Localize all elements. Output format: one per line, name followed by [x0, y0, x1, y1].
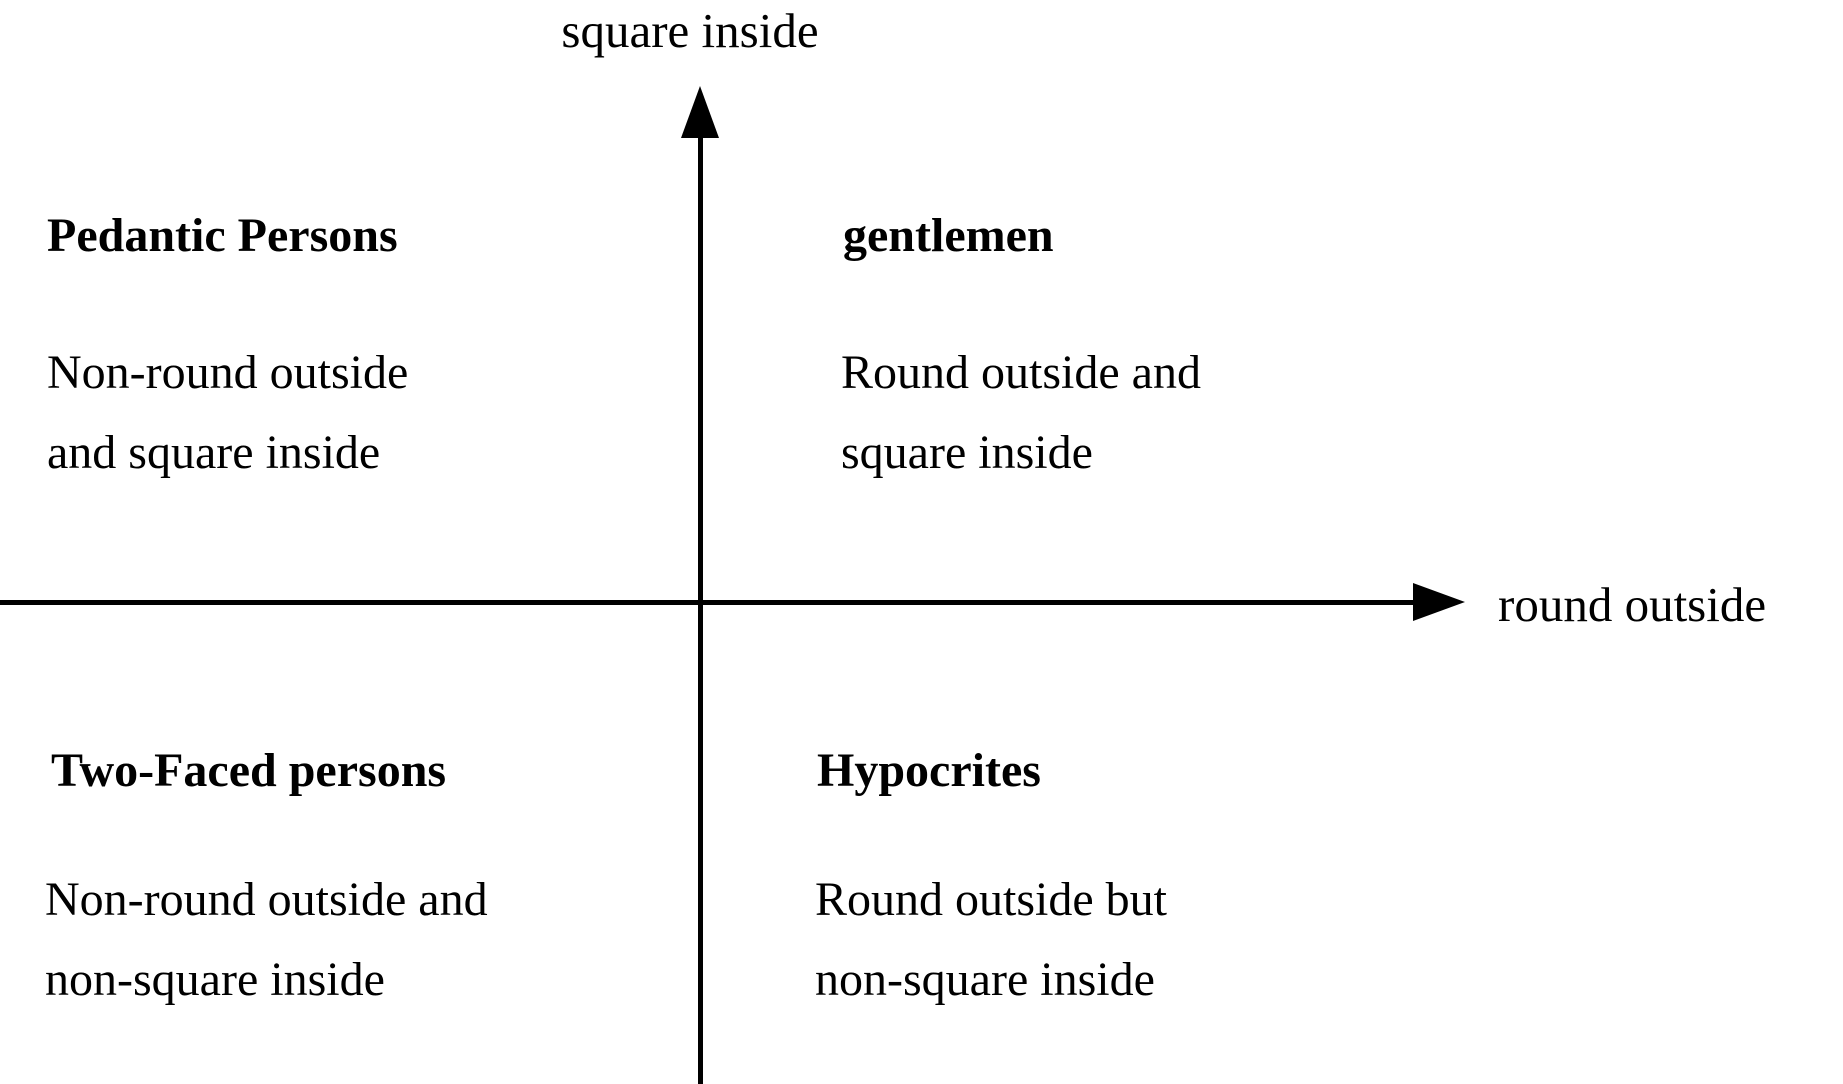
y-axis-label: square inside [561, 3, 819, 58]
quadrant-title-bottom-left: Two-Faced persons [51, 744, 447, 797]
quadrant-title-top-right: gentlemen [843, 209, 1054, 262]
x-axis-line [0, 600, 1420, 605]
quadrant-description-bottom-left: Non-round outside and non-square inside [45, 873, 488, 1006]
quadrant-description-bottom-right: Round outside but non-square inside [815, 873, 1168, 1006]
arrow-right-icon [1413, 583, 1465, 621]
y-axis-line [698, 112, 703, 1084]
quadrant-title-top-left: Pedantic Persons [47, 209, 398, 262]
quadrant-title-bottom-right: Hypocrites [817, 744, 1041, 797]
x-axis-label: round outside [1498, 577, 1767, 632]
arrow-up-icon [681, 86, 719, 138]
quadrant-description-top-right: Round outside and square inside [841, 346, 1201, 479]
quadrant-description-top-left: Non-round outside and square inside [47, 346, 409, 479]
